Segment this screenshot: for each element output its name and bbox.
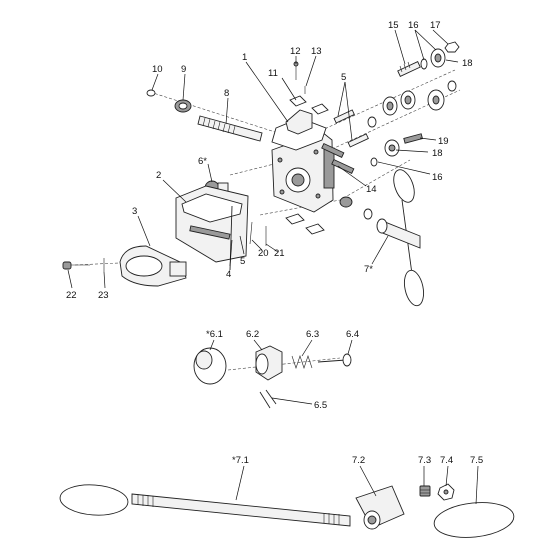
part-11-plate: [289, 95, 307, 107]
part-6-1-cap: [193, 347, 227, 385]
leader-lines: [67, 29, 479, 505]
callout-5a: 5: [341, 72, 346, 83]
part-7-4-nut: [437, 483, 455, 501]
part-7-2-t-body: [355, 485, 405, 530]
part-13-plate: [311, 103, 329, 115]
part-16b-washer: [370, 157, 378, 167]
callout-7-2: 7.2: [352, 455, 365, 466]
part-19-bolt: [403, 133, 424, 144]
callout-12: 12: [290, 46, 301, 57]
callout-1: 1: [242, 52, 247, 63]
callout-6-5: 6.5: [314, 400, 327, 411]
callout-3: 3: [132, 206, 137, 217]
callout-15: 15: [388, 20, 399, 31]
part-6-2-nut: [255, 345, 283, 381]
callout-6-3: 6.3: [306, 329, 319, 340]
callout-labels: 1 2 3 4 5 5 6* 7* 8 9 10 11 12 13 14 15 …: [66, 20, 483, 466]
callout-13: 13: [311, 46, 322, 57]
part-10-washer: [146, 89, 156, 97]
part-8-shaft: [197, 115, 263, 142]
part-20-pin: [249, 221, 253, 245]
part-3-clamp: [119, 245, 187, 287]
callout-2: 2: [156, 170, 161, 181]
lower-plate: [285, 213, 305, 225]
part-16-washer: [420, 58, 428, 70]
right-rollers: [367, 80, 457, 128]
assembly-axis: [229, 89, 461, 176]
part-7-3-set-screw: [419, 485, 431, 497]
callout-7-1: *7.1: [232, 455, 249, 466]
part-15-stud: [397, 61, 421, 77]
callout-16a: 16: [408, 20, 419, 31]
callout-18a: 18: [462, 58, 473, 69]
callout-10: 10: [152, 64, 163, 75]
part-17-nut: [444, 41, 460, 53]
part-1-housing: [271, 109, 335, 213]
callout-20: 20: [258, 248, 269, 259]
callout-7-3: 7.3: [418, 455, 431, 466]
callout-14: 14: [366, 184, 377, 195]
part-6-4-pin: [317, 353, 352, 367]
callout-7-5: 7.5: [470, 455, 483, 466]
callout-7-4: 7.4: [440, 455, 453, 466]
callout-6-2: 6.2: [246, 329, 259, 340]
callout-21: 21: [274, 248, 285, 259]
callout-19: 19: [438, 136, 449, 147]
callout-22: 22: [66, 290, 77, 301]
part-14-bolts: [321, 142, 355, 174]
part-18b-roller: [384, 139, 400, 157]
part-2-base-plate: [175, 185, 249, 263]
part-7-t-handle: [376, 169, 425, 307]
assembly-axis: [74, 261, 141, 266]
callout-5b: 5: [240, 256, 245, 267]
part-6-5-pins: [259, 389, 277, 409]
callout-9: 9: [181, 64, 186, 75]
part-7-5-knob-right: [433, 502, 515, 538]
sub-assembly-6: [193, 345, 352, 409]
callout-18b: 18: [432, 148, 443, 159]
main-assembly: [62, 41, 461, 307]
part-7-5-knob-left: [59, 484, 129, 516]
callout-6-4: 6.4: [346, 329, 359, 340]
callout-4: 4: [226, 269, 231, 280]
part-22-screw: [62, 261, 90, 270]
side-washer: [339, 196, 353, 208]
callout-17: 17: [430, 20, 441, 31]
callout-11: 11: [268, 68, 278, 79]
callout-23: 23: [98, 290, 109, 301]
callout-7: 7*: [364, 264, 373, 275]
callout-8: 8: [224, 88, 229, 99]
callout-6-1: *6.1: [206, 329, 223, 340]
callout-16b: 16: [432, 172, 443, 183]
part-6-3-spring: [291, 355, 313, 369]
lower-plate: [305, 223, 325, 235]
part-7-1-rod: [131, 493, 351, 527]
part-18-roller: [430, 48, 446, 68]
callout-6: 6*: [198, 156, 207, 167]
sub-assembly-7: [59, 483, 515, 538]
